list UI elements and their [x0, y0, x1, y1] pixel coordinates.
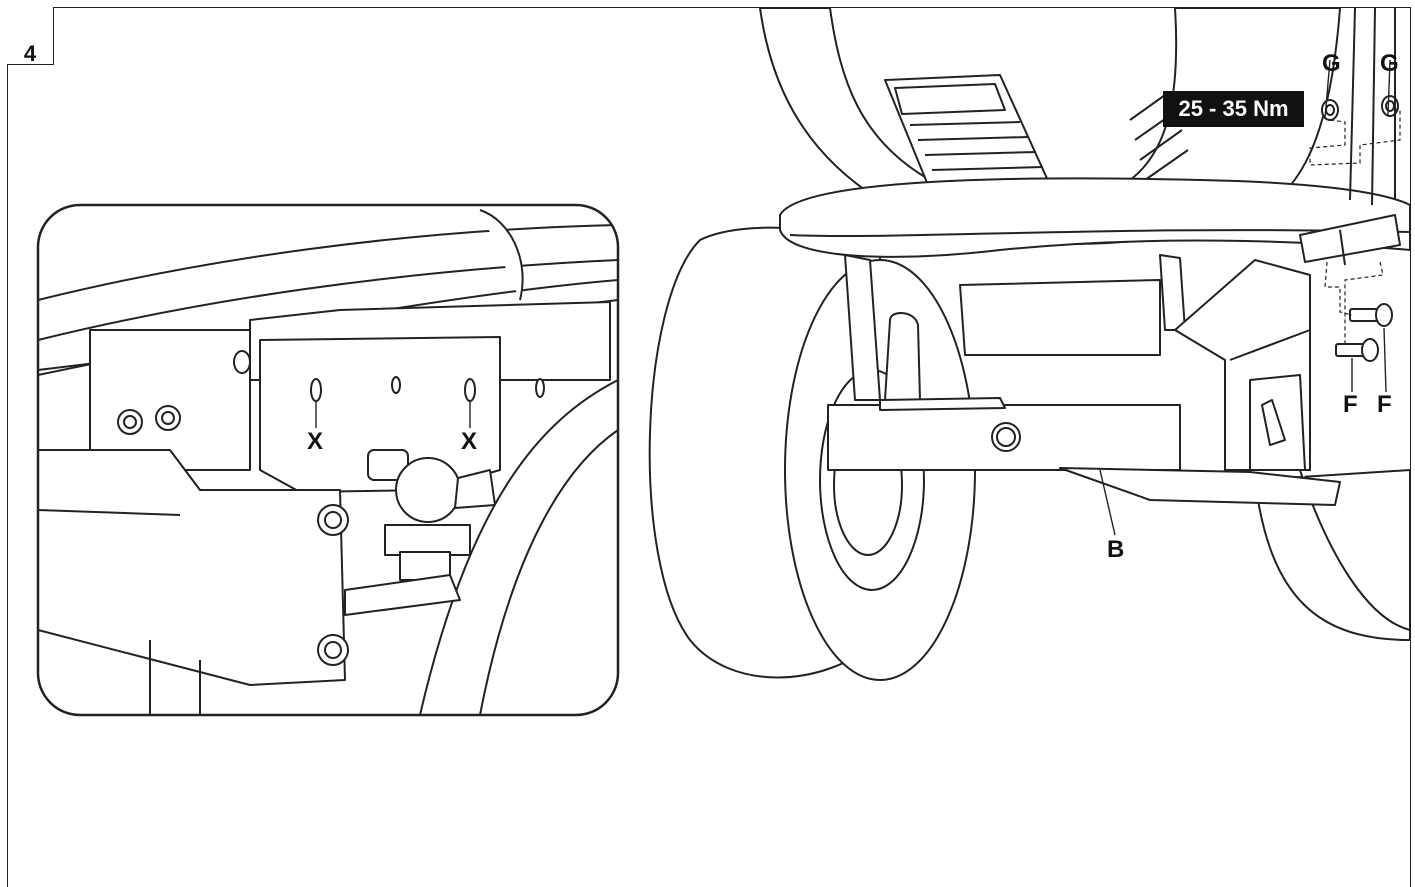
inset-border: [36, 203, 620, 717]
callout-f-left: F: [1343, 391, 1358, 418]
hole-x-right: [464, 378, 476, 402]
rear-bumper: [779, 177, 1410, 258]
step-badge: 4: [7, 7, 54, 66]
hitch-bar: [827, 312, 1181, 471]
illustration-frame: [7, 7, 1411, 887]
tractor-rear-view: [648, 8, 1410, 681]
bolt-f-lower: [1335, 338, 1379, 362]
torque-spec-label: 25 - 35 Nm: [1163, 91, 1304, 127]
callout-f-right: F: [1377, 391, 1392, 418]
nut-g-left: [1321, 99, 1339, 121]
callout-x-right: X: [461, 428, 478, 455]
leader-lines-main: [1309, 107, 1401, 345]
leader-lines-solid: [1099, 59, 1391, 536]
callout-x-left: X: [307, 428, 324, 455]
inset-hitch-bar: [38, 449, 346, 686]
callout-b: B: [1107, 536, 1125, 563]
step-number: 4: [23, 41, 37, 66]
leader-lines-inset: [315, 402, 471, 428]
hitch-detail-inset: [38, 205, 618, 715]
callout-g-left: G: [1322, 50, 1341, 77]
hole-x-left: [310, 378, 322, 402]
callout-g-right: G: [1380, 50, 1399, 77]
bolt-f-upper: [1349, 303, 1393, 327]
